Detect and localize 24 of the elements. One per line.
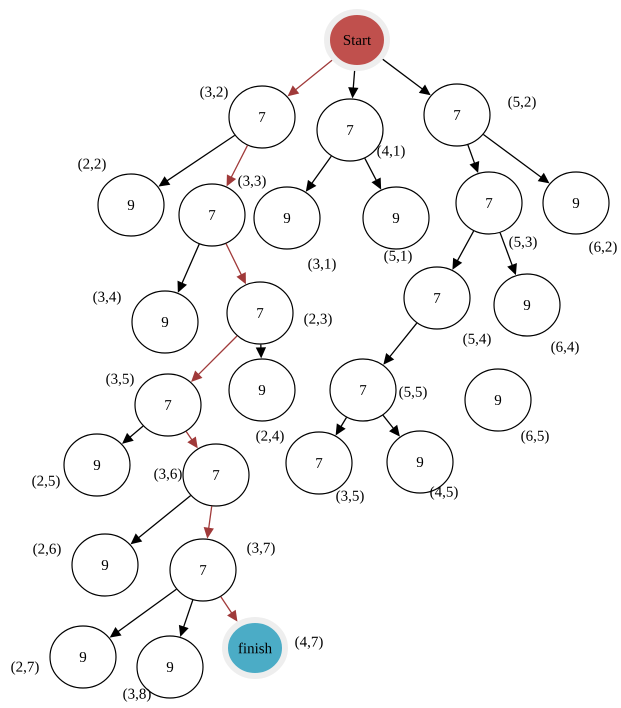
coordinate-label: (5,2) <box>508 96 536 110</box>
coordinate-label: (6,5) <box>521 430 549 444</box>
coordinate-label: (2,3) <box>304 313 332 327</box>
coordinate-label: (3,5) <box>106 373 134 387</box>
coordinate-label: (6,2) <box>589 241 617 255</box>
arrow <box>191 336 238 382</box>
coordinate-label: (3,7) <box>247 542 275 556</box>
coordinate-label: (2,2) <box>78 158 106 172</box>
coordinate-label: (3,1) <box>308 258 336 272</box>
coordinate-label: (3,2) <box>200 86 228 100</box>
coordinate-label: (3,4) <box>93 291 121 305</box>
finish-node: finish <box>222 617 288 679</box>
coordinate-label: (5,3) <box>509 236 537 250</box>
coordinate-label: (5,1) <box>384 250 412 264</box>
coordinate-label: (5,4) <box>463 333 491 347</box>
coordinate-label: (2,6) <box>33 543 61 557</box>
coordinate-label: (4,7) <box>295 636 323 650</box>
coordinate-label: (2,5) <box>32 475 60 489</box>
coordinate-label: (6,4) <box>551 341 579 355</box>
coordinate-label: (3,6) <box>154 468 182 482</box>
coordinate-label: (2,4) <box>256 430 284 444</box>
coordinate-label: (5,5) <box>399 386 427 400</box>
coordinate-label: (2,7) <box>11 661 39 675</box>
start-node: Start <box>324 9 390 71</box>
